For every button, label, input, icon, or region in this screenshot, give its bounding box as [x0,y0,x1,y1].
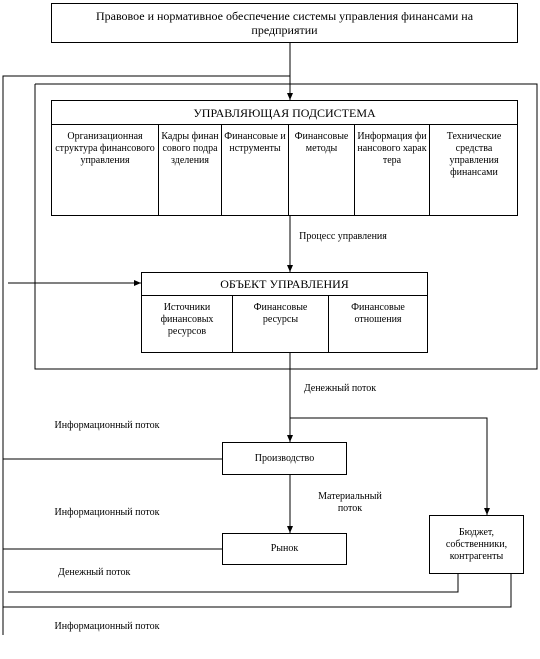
arrow-to-budget [290,417,490,515]
management-items: Организационная структура финансового уп… [52,125,517,216]
management-object: ОБЪЕКТ УПРАВЛЕНИЯ Источники финансовых р… [141,272,428,353]
management-item: Финансовые методы [289,125,355,216]
info-flow-label-1: Информационный поток [54,420,160,431]
management-item: Финансовые инструменты [222,125,289,216]
budget-money-loop [8,574,459,593]
management-title: УПРАВЛЯЮЩАЯ ПОДСИСТЕМА [52,101,517,125]
object-title: ОБЪЕКТ УПРАВЛЕНИЯ [142,273,427,296]
info-flow-label-3: Информационный поток [54,621,160,632]
legal-framework-text: Правовое и нормативное обеспечение систе… [95,9,474,37]
management-item: Технические средства управления финансам… [446,131,502,178]
inner-frame [34,83,538,370]
management-item: Информация финансового характера [355,125,430,216]
market-box: Рынок [222,533,347,565]
object-item: Источники финансовых ресурсов [142,296,233,353]
money-flow-bottom-label: Денежный поток [58,567,131,578]
object-item: Финансовые отношения [351,302,405,325]
object-item: Финансовые ресурсы [233,296,329,353]
info-flow-label-2: Информационный поток [54,507,160,518]
legal-framework-box: Правовое и нормативное обеспечение систе… [51,3,518,43]
outer-info-loop [2,75,290,635]
management-item: Организационная структура финансового уп… [52,125,159,216]
material-flow-label: Материальный поток [318,491,382,514]
production-box: Производство [222,442,347,475]
object-items: Источники финансовых ресурсов Финансовые… [142,296,427,353]
budget-info-loop [3,574,512,608]
budget-box: Бюджет, собственники, контрагенты [429,515,524,574]
process-label: Процесс управления [299,231,387,242]
management-subsystem: УПРАВЛЯЮЩАЯ ПОДСИСТЕМА Организационная с… [51,100,518,216]
management-item: Кадры финансового подразделения [159,125,222,216]
money-flow-top-label: Денежный поток [303,383,377,394]
